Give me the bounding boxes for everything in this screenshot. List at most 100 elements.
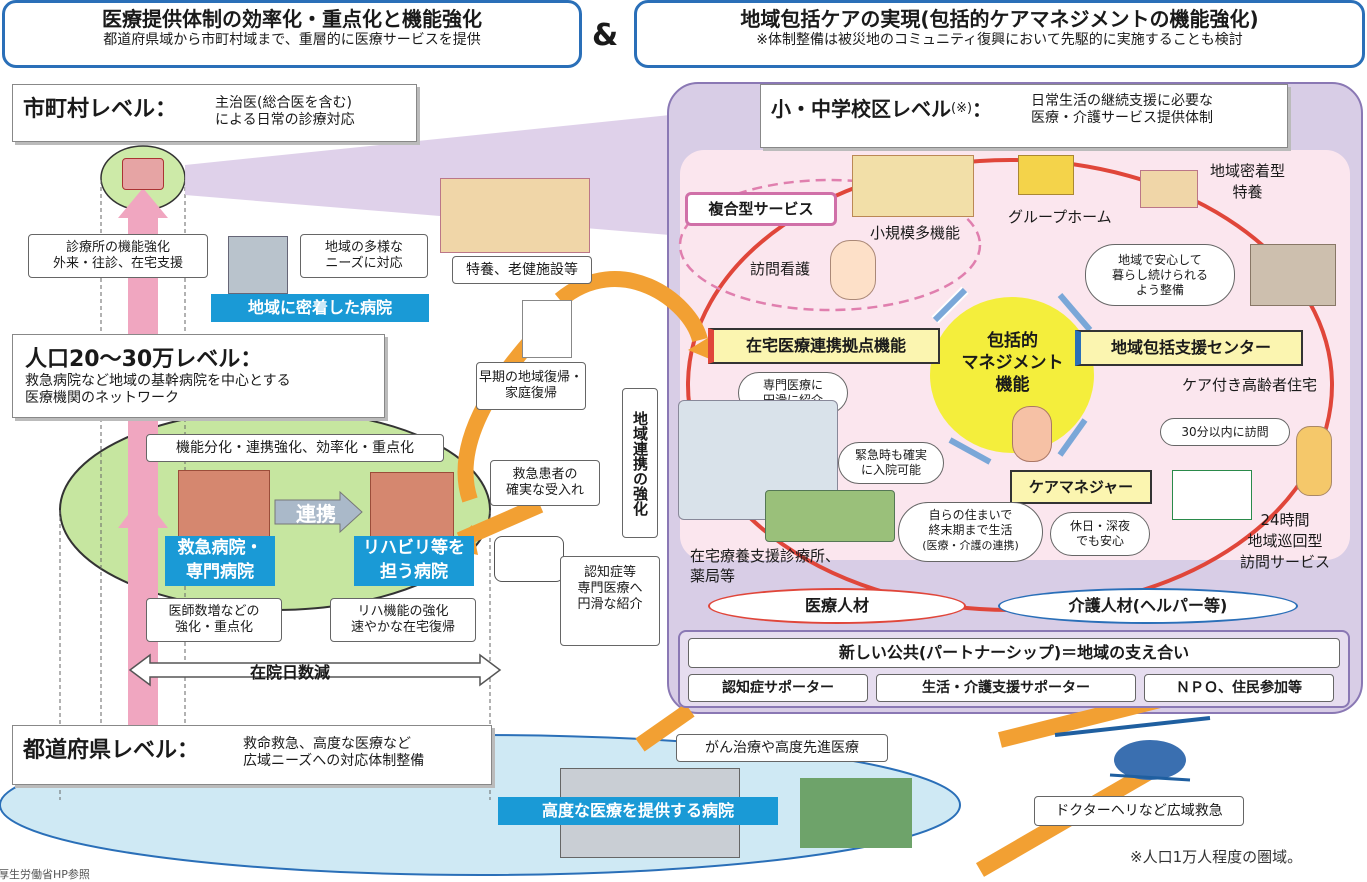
emergency-hospital-line2: 専門病院 [186,562,254,582]
live-safely-bubble: 地域で安心して 暮らし続けられる よう整備 [1085,244,1235,306]
municipal-desc-1: 主治医(総合医を含む) [215,95,352,111]
local-hospital-building-icon [228,236,288,294]
needs-box-line1: 地域の多様な [324,240,403,255]
early-return-line1: 早期の地域復帰・ [478,370,583,385]
emergency-admit-line1: 緊急時も確実 [854,448,927,462]
medical-staff-oval: 医療人材 [708,588,966,624]
helicopter-icon [1054,716,1211,782]
clinic-house-icon [122,158,164,190]
patrol-line3: 訪問サービス [1240,553,1331,571]
rehab-hospital-label: リハビリ等を 担う病院 [354,536,474,586]
population-line2: 医療機関のネットワーク [25,390,179,406]
population-level-box: 人口20～30万レベル： 救急病院など地域の基幹病院を中心とする 医療機関のネッ… [12,334,385,418]
emergency-accept-line1: 救急患者の [512,467,578,482]
rehab-hospital-building-icon [370,472,454,542]
night-holiday-line2: でも安心 [1075,534,1124,548]
rehab-box-line1: リハ機能の強化 [357,604,449,619]
prefecture-line2: 広域ニーズへの対応体制整備 [243,753,425,769]
new-public-box: 新しい公共(パートナーシップ)＝地域の支え合い [688,638,1340,668]
end-of-life-bubble: 自らの住まいで 終末期まで生活 (医療・介護の連携) [898,502,1043,562]
rehab-box-line2: 速やかな在宅復帰 [350,620,455,635]
nursing-facility-building-icon [440,178,590,253]
live-safely-line1: 地域で安心して [1118,253,1202,267]
dementia-referral-line1: 認知症等 [583,565,636,580]
cancer-treatment-box: がん治療や高度先進医療 [676,734,888,762]
tokuyo-line1: 地域密着型 [1210,162,1286,180]
school-line2: 医療・介護サービス提供体制 [1031,110,1213,126]
early-return-box: 早期の地域復帰・ 家庭復帰 [476,362,586,410]
nurse-person-icon [830,240,876,300]
dementia-referral-line2: 専門医療へ [577,581,643,596]
heliport-icon [800,778,912,848]
prefecture-label: 都道府県レベル： [23,738,200,763]
population-line1: 救急病院など地域の基幹病院を中心とする [25,373,291,389]
prefecture-level-box: 都道府県レベル： 救命救急、高度な医療など 広域ニーズへの対応体制整備 [12,725,492,785]
patrol-person-icon [1296,426,1332,496]
school-colon: ： [972,97,993,121]
nursing-facilities-box: 特養、老健施設等 [452,256,592,284]
visit-30min-bubble: 30分以内に訪問 [1160,418,1290,446]
composite-service-box: 複合型サービス [685,192,837,226]
npo-box: ＮＰＯ、住民参加等 [1144,674,1334,702]
live-safely-line3: よう整備 [1135,283,1184,297]
end-of-life-line3: (医療・介護の連携) [922,539,1019,552]
municipal-desc-2: による日常の診療対応 [215,112,355,128]
header-left-subtitle: 都道府県域から市町村域まで、重層的に医療サービスを提供 [103,32,481,48]
tokuyo-line2: 特養 [1232,183,1263,201]
care-manager-person-icon [1012,406,1052,462]
life-supporter-box: 生活・介護支援サポーター [876,674,1136,702]
function-box: 機能分化・連携強化、効率化・重点化 [146,434,444,462]
renkei-label: 連携 [296,502,336,526]
patrol-24h-label: 24時間 地域巡回型 訪問サービス [1240,510,1330,573]
needs-box-line2: ニーズに対応 [325,256,403,271]
emergency-admit-line2: に入院可能 [860,463,921,477]
regional-link-box: 地域連携の強化 [622,388,658,538]
header-left-title: 医療提供体制の効率化・重点化と機能強化 [102,7,482,31]
school-level-box: 小・中学校区レベル (※) ： 日常生活の継続支援に必要な 医療・介護サービス提… [760,84,1288,148]
mgmt-line3: 機能 [995,375,1030,395]
home-care-hub-box: 在宅医療連携拠点機能 [708,328,940,364]
rehab-hospital-line1: リハビリ等を [363,538,465,558]
prefecture-line1: 救命救急、高度な医療など [243,736,411,752]
emergency-accept-box: 救急患者の 確実な受入れ [490,460,600,506]
ampersand: & [592,18,619,53]
emergency-hospital-building-icon [178,470,270,542]
end-of-life-line1: 自らの住まいで [928,508,1013,522]
emergency-hospital-label: 救急病院・ 専門病院 [165,536,275,586]
dementia-referral-line3: 円滑な紹介 [577,597,643,612]
rehab-strengthen-box: リハ機能の強化 速やかな在宅復帰 [330,598,476,642]
dementia-referral-box: 認知症等 専門医療へ 円滑な紹介 [560,556,660,646]
care-manager-box: ケアマネジャー [1010,470,1152,504]
dementia-supporter-box: 認知症サポーター [688,674,868,702]
visit-nursing-label: 訪問看護 [750,260,811,278]
emergency-accept-line2: 確実な受入れ [505,483,584,498]
night-holiday-bubble: 休日・深夜 でも安心 [1050,512,1150,556]
municipal-level-box: 市町村レベル： 主治医(総合医を含む) による日常の診療対応 [12,84,417,142]
source-note: 厚生労働省HP参照 [0,868,90,881]
local-hospital-label: 地域に密着した病院 [211,294,429,322]
end-of-life-line2: 終末期まで生活 [928,523,1013,537]
patrol-line1: 24時間 [1260,511,1310,529]
header-right-subtitle: ※体制整備は被災地のコミュニティ復興において先駆的に実施することも検討 [756,32,1243,48]
early-return-line2: 家庭復帰 [504,386,557,401]
home-clinic-houses-icon [765,490,895,542]
clinic-box-line2: 外来・往診、在宅支援 [52,256,183,271]
small-multi-house-icon [852,155,974,217]
population-note: ※人口1万人程度の圏域。 [1130,848,1303,866]
tokuyo-building-icon [1140,170,1198,208]
ambulance-icon [494,536,564,582]
patient-person-icon [522,300,572,358]
diverse-needs-box: 地域の多様な ニーズに対応 [300,234,428,278]
elderly-housing-label: ケア付き高齢者住宅 [1182,376,1318,394]
elderly-housing-building-icon [1250,244,1336,306]
doctor-heli-box: ドクターヘリなど広域救急 [1034,796,1244,826]
rehab-hospital-line2: 担う病院 [380,562,448,582]
patrol-line2: 地域巡回型 [1247,532,1323,550]
school-line1: 日常生活の継続支援に必要な [1031,93,1213,109]
emergency-admit-bubble: 緊急時も確実 に入院可能 [838,442,944,484]
home-clinic-line1: 在宅療養支援診療所、 [690,547,841,565]
clinic-box-line1: 診療所の機能強化 [65,240,170,255]
care-staff-oval: 介護人材(ヘルパー等) [998,588,1298,624]
population-label: 人口20～30万レベル： [25,347,263,372]
municipal-label: 市町村レベル： [23,97,178,122]
